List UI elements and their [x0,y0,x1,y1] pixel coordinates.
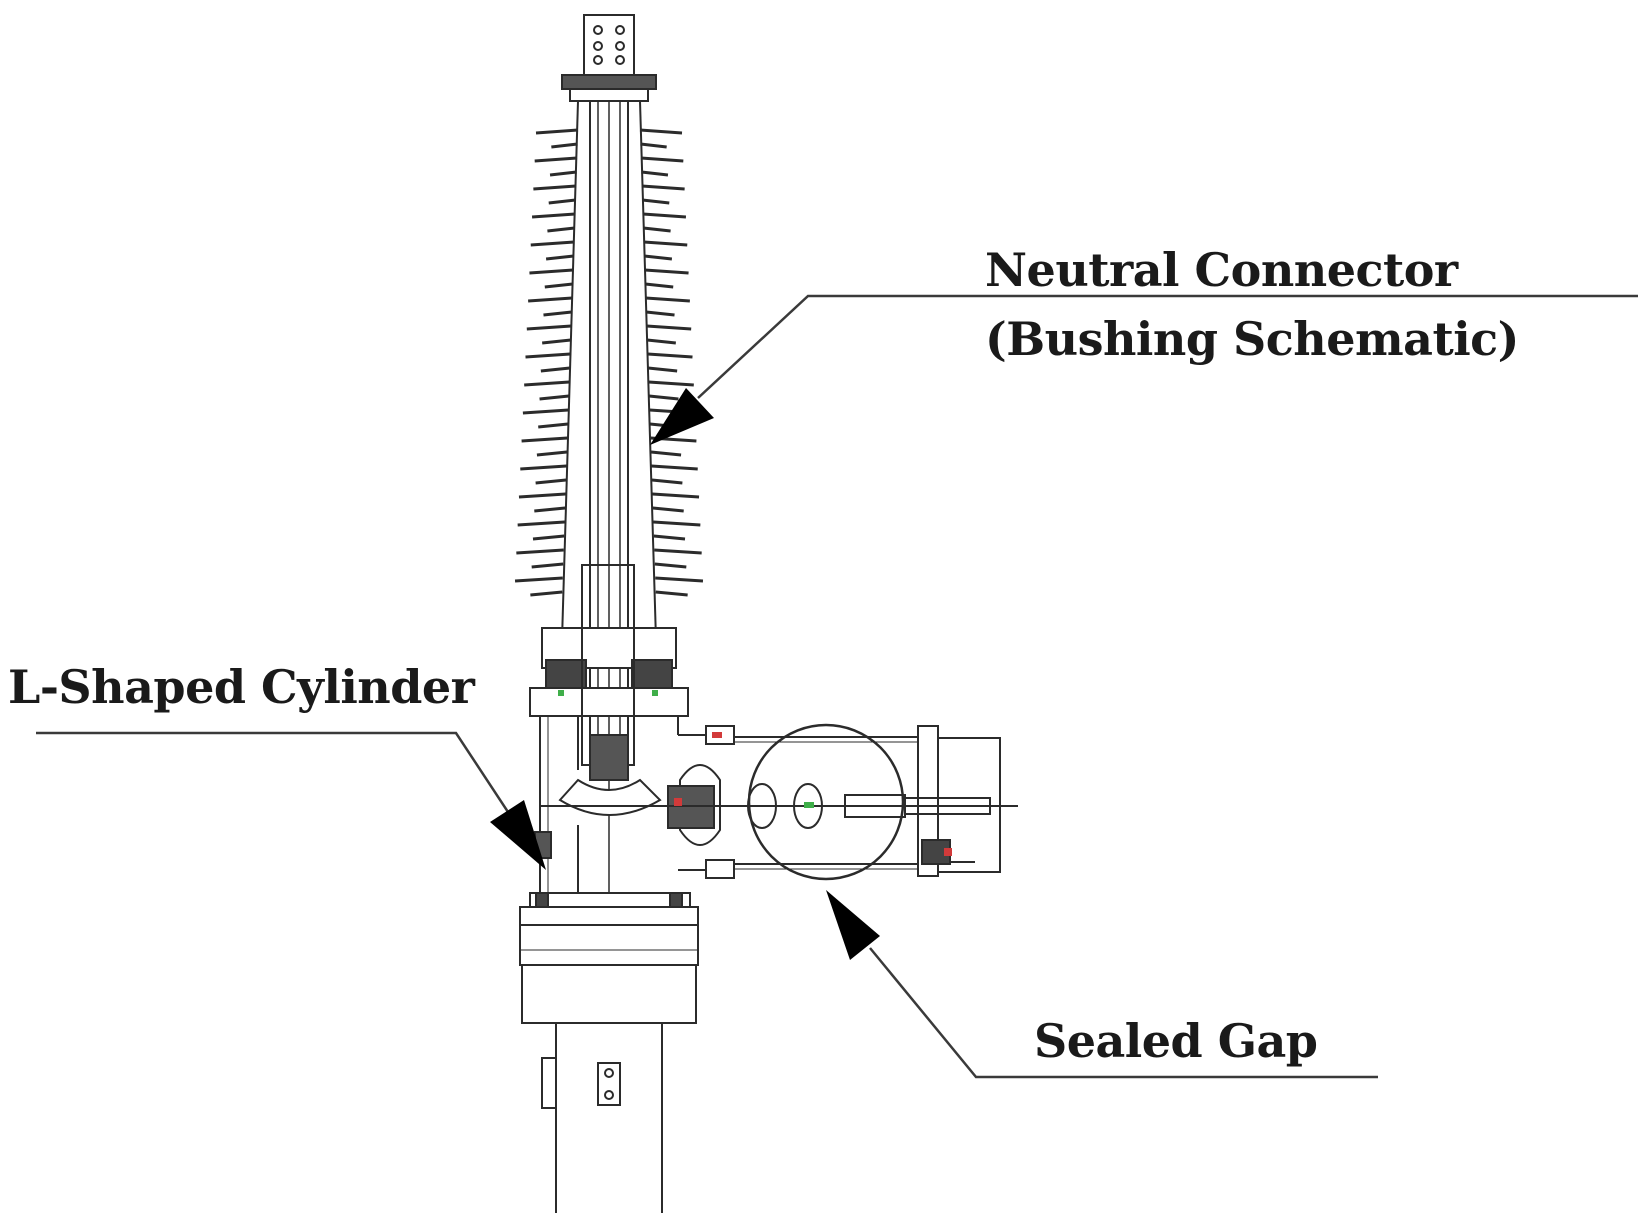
arrowhead-neutral [650,388,714,445]
shed-right [640,142,667,149]
leader-sealed-gap [826,890,1378,1079]
shed-right [639,128,683,135]
shed-left [522,408,569,415]
neutral-connector-label: Neutral Connector [985,243,1458,297]
shed-right [651,478,683,485]
shed-right [650,450,682,457]
shed-left [551,142,578,149]
shed-left [542,338,572,345]
shed-right [653,520,701,527]
leader-neutral-connector [650,294,1638,445]
leader-l-shaped-cylinder [36,731,546,870]
shed-left [518,492,566,499]
accent-marks [558,690,952,856]
shed-right [642,198,670,205]
shed-right [648,394,679,401]
shed-left [530,590,563,597]
shed-right [642,212,687,219]
shed-left [524,380,570,387]
shed-left [535,128,579,135]
shed-right [648,380,694,387]
support-base [519,906,699,1213]
shed-left [517,520,565,527]
shed-right [640,156,684,163]
shed-left [544,282,573,289]
arrowhead-sealed-gap [826,890,880,960]
shed-left [520,464,567,471]
shed-right [647,352,693,359]
top-terminal [561,14,657,102]
shed-right [651,464,698,471]
shed-left [545,254,574,261]
shed-left [534,156,578,163]
shed-left [532,534,565,541]
shed-right [643,240,688,247]
shed-right [645,296,690,303]
shed-right [644,254,673,261]
shed-right [646,310,675,317]
shed-right [652,506,684,513]
shed-left [548,198,576,205]
l-shaped-cylinder-label: L-Shaped Cylinder [8,660,475,714]
shed-right [654,562,687,569]
horizontal-branch [540,725,1018,879]
shed-right [641,170,669,177]
shed-left [540,366,571,373]
shed-left [536,450,568,457]
arrowhead-l-shaped [490,800,546,870]
shed-right [655,590,688,597]
shed-left [549,170,577,177]
shed-left [516,548,564,555]
shed-left [514,576,563,583]
sealed-gap-circle [747,723,905,881]
neutral-connector-subtitle: (Bushing Schematic) [985,312,1519,366]
shed-left [531,562,564,569]
shed-right [646,338,676,345]
shed-right [643,226,671,233]
shed-right [653,534,686,541]
shed-right [654,548,702,555]
shed-left [543,310,572,317]
shed-right [641,184,685,191]
shed-left [526,324,572,331]
shed-left [525,352,571,359]
shed-left [535,478,567,485]
shed-right [647,366,678,373]
lower-flange [529,564,689,816]
shed-right [645,282,674,289]
sealed-gap-label: Sealed Gap [1034,1014,1318,1068]
shed-left [529,268,574,275]
bushing-assembly [514,14,1018,1213]
shed-left [528,296,573,303]
shed-left [531,212,576,219]
shed-left [539,394,570,401]
shed-left [530,240,575,247]
shed-right [646,324,692,331]
shed-right [644,268,689,275]
shed-right [655,576,704,583]
shed-left [533,184,577,191]
shed-left [547,226,575,233]
shed-right [652,492,700,499]
shed-left [538,422,569,429]
shed-left [534,506,566,513]
shed-left [521,436,568,443]
